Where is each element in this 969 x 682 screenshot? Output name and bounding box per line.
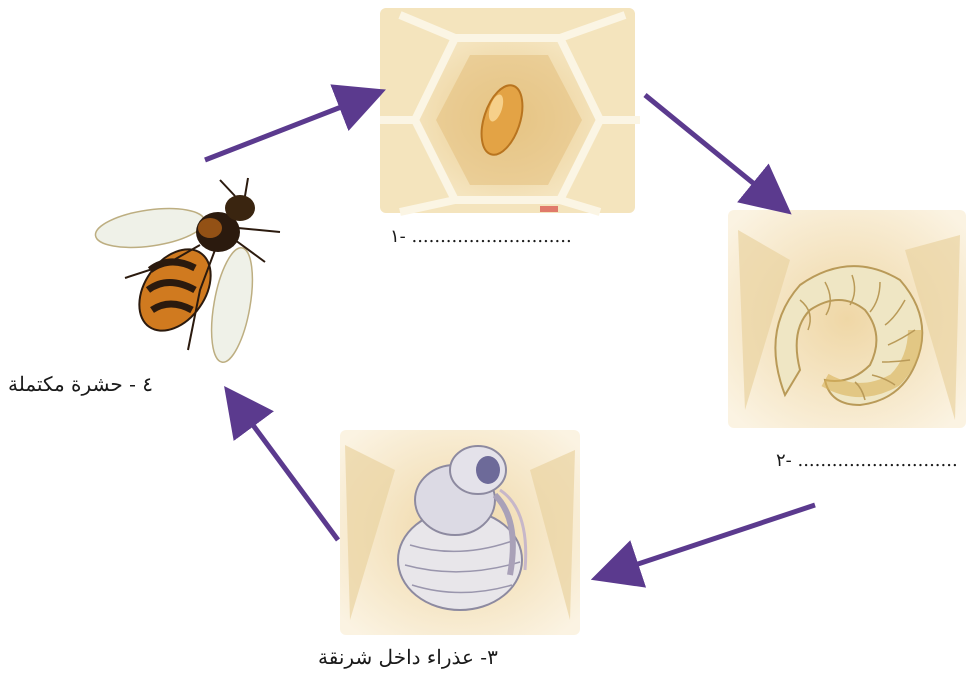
pupa-illustration (340, 430, 580, 635)
stage-1-label: ............................ -١ (390, 226, 572, 247)
stage-2-label: ............................ -٢ (776, 450, 958, 471)
arrow-3-to-4 (233, 398, 338, 540)
arrow-2-to-3 (605, 505, 815, 575)
larva-illustration (728, 210, 966, 428)
stage-3-label: ٣- عذراء داخل شرنقة (318, 645, 498, 669)
adult-bee-illustration (93, 178, 280, 365)
arrow-1-to-2 (645, 95, 780, 205)
arrow-4-to-1 (205, 95, 372, 160)
stage-4-label: ٤ - حشرة مكتملة (8, 372, 153, 396)
egg-illustration (380, 8, 640, 213)
